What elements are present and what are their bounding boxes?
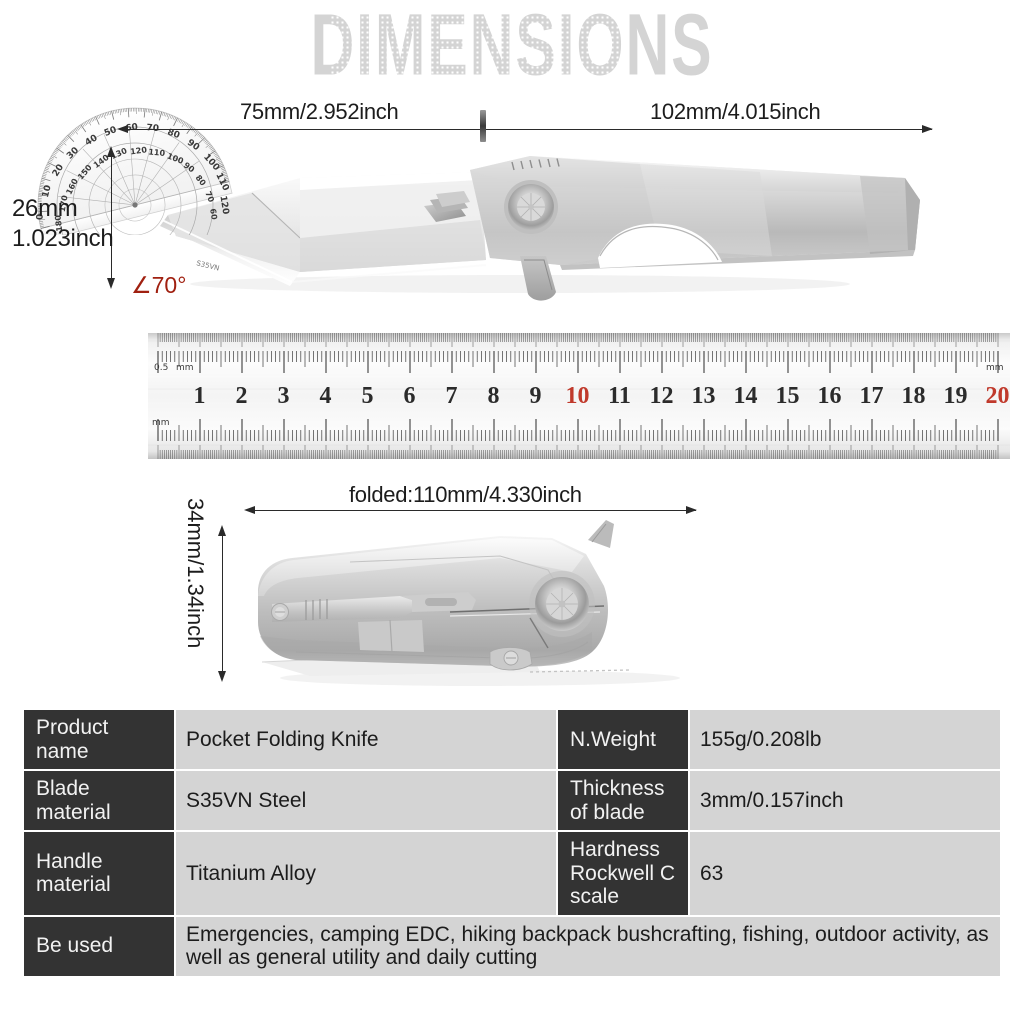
ruler-number: 12 bbox=[650, 383, 674, 409]
svg-text:110: 110 bbox=[148, 147, 166, 158]
blade-height-arrow-top bbox=[107, 146, 115, 157]
svg-text:mm: mm bbox=[152, 418, 170, 428]
svg-text:70: 70 bbox=[203, 190, 216, 204]
folded-height-arrow-top bbox=[218, 525, 226, 536]
blade-angle-label: ∠70° bbox=[131, 272, 187, 298]
ruler-number: 6 bbox=[404, 383, 416, 409]
blade-height-label-mm: 26mm bbox=[12, 195, 78, 222]
spec-label-hardness: Hardness Rockwell C scale bbox=[558, 832, 688, 915]
ruler-number: 15 bbox=[776, 383, 800, 409]
spec-value-blade-material: S35VN Steel bbox=[176, 771, 556, 831]
blade-height-label-inch: 1.023inch bbox=[12, 225, 114, 252]
svg-text:120: 120 bbox=[217, 195, 230, 215]
folded-height-dimension-line bbox=[222, 534, 223, 674]
spec-label-handle-material: Handle material bbox=[24, 832, 174, 915]
folded-knife-illustration bbox=[258, 520, 680, 686]
spec-value-hardness: 63 bbox=[690, 832, 1000, 915]
folded-length-arrow-right bbox=[686, 506, 697, 514]
top-dimension-arrow-right bbox=[922, 125, 933, 133]
svg-text:0: 0 bbox=[35, 213, 45, 220]
spec-label-net-weight: N.Weight bbox=[558, 710, 688, 770]
ruler-number: 3 bbox=[278, 383, 290, 409]
svg-text:10: 10 bbox=[41, 184, 54, 199]
top-dimension-arrow-left bbox=[117, 125, 128, 133]
handle-length-label: 102mm/4.015inch bbox=[650, 99, 821, 124]
svg-text:70: 70 bbox=[146, 123, 159, 134]
spec-label-be-used: Be used bbox=[24, 916, 174, 976]
folded-length-dimension-line bbox=[253, 510, 696, 511]
folded-length-label: folded:110mm/4.330inch bbox=[349, 482, 582, 507]
blade-height-arrow-bottom bbox=[107, 278, 115, 289]
ruler-number: 11 bbox=[608, 383, 631, 409]
ruler-number: 16 bbox=[818, 383, 842, 409]
svg-text:50: 50 bbox=[103, 125, 118, 139]
table-row: Handle material Titanium Alloy Hardness … bbox=[24, 832, 1000, 915]
ruler-number: 19 bbox=[944, 383, 968, 409]
blade-handle-divider-tick bbox=[480, 110, 486, 142]
table-row: Product name Pocket Folding Knife N.Weig… bbox=[24, 710, 1000, 770]
open-knife-illustration: S35VN bbox=[160, 156, 920, 301]
ruler-number: 4 bbox=[320, 383, 332, 409]
ruler-number: 20 bbox=[986, 383, 1010, 409]
spec-label-blade-thickness: Thickness of blade bbox=[558, 771, 688, 831]
folded-height-arrow-bottom bbox=[218, 671, 226, 682]
svg-text:S35VN: S35VN bbox=[196, 259, 221, 272]
ruler-number: 5 bbox=[362, 383, 374, 409]
spec-value-blade-thickness: 3mm/0.157inch bbox=[690, 771, 1000, 831]
svg-text:180: 180 bbox=[53, 214, 64, 232]
svg-text:170: 170 bbox=[58, 194, 70, 212]
spec-value-net-weight: 155g/0.208lb bbox=[690, 710, 1000, 770]
folded-length-arrow-left bbox=[244, 506, 255, 514]
ruler-number: 7 bbox=[446, 383, 458, 409]
svg-text:0.5: 0.5 bbox=[154, 363, 168, 373]
ruler-number: 17 bbox=[860, 383, 884, 409]
top-dimension-line bbox=[126, 129, 932, 130]
svg-text:mm: mm bbox=[176, 363, 194, 373]
ruler-number: 14 bbox=[734, 383, 758, 409]
ruler-number: 18 bbox=[902, 383, 926, 409]
blade-length-label: 75mm/2.952inch bbox=[240, 99, 399, 124]
folded-height-label: 34mm/1.34inch bbox=[183, 498, 208, 649]
svg-text:60: 60 bbox=[125, 122, 139, 134]
spec-label-product-name: Product name bbox=[24, 710, 174, 770]
blade-height-dimension-line bbox=[111, 155, 112, 281]
ruler-number: 10 bbox=[566, 383, 590, 409]
spec-value-be-used: Emergencies, camping EDC, hiking backpac… bbox=[176, 916, 1000, 976]
spec-value-product-name: Pocket Folding Knife bbox=[176, 710, 556, 770]
table-row: Be used Emergencies, camping EDC, hiking… bbox=[24, 916, 1000, 976]
svg-text:80: 80 bbox=[166, 128, 181, 142]
ruler-number: 8 bbox=[488, 383, 500, 409]
ruler-number: 13 bbox=[692, 383, 716, 409]
svg-text:60: 60 bbox=[208, 208, 219, 221]
ruler-number: 2 bbox=[236, 383, 248, 409]
spec-value-handle-material: Titanium Alloy bbox=[176, 832, 556, 915]
specification-table: Product name Pocket Folding Knife N.Weig… bbox=[22, 708, 1002, 978]
ruler-number: 1 bbox=[194, 383, 206, 409]
ruler-number: 9 bbox=[530, 383, 542, 409]
svg-text:120: 120 bbox=[130, 145, 148, 156]
spec-label-blade-material: Blade material bbox=[24, 771, 174, 831]
svg-text:mm: mm bbox=[986, 363, 1004, 373]
table-row: Blade material S35VN Steel Thickness of … bbox=[24, 771, 1000, 831]
